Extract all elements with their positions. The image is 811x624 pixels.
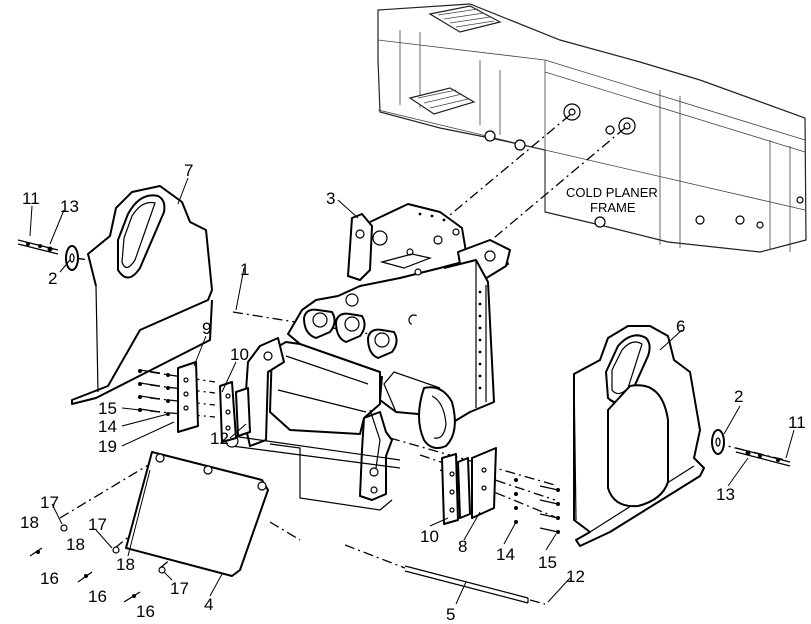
callout-6: 6: [676, 317, 685, 336]
callout-12-left: 12: [210, 429, 229, 448]
callout-17-b: 17: [88, 515, 107, 534]
pin-bosses-1: [303, 308, 398, 359]
callout-18-c: 18: [116, 555, 135, 574]
callout-9: 9: [202, 319, 211, 338]
callout-19: 19: [98, 437, 117, 456]
callout-16-a: 16: [40, 569, 59, 588]
callout-numbers: 11 13 2 7 3 1 9 10 15 14 19 12 6 2 11 13…: [20, 161, 806, 624]
callout-10-left: 10: [230, 345, 249, 364]
callout-5: 5: [446, 605, 455, 624]
callout-14-right: 14: [496, 545, 515, 564]
callout-10-right: 10: [420, 527, 439, 546]
frame-label-line2: FRAME: [590, 200, 636, 215]
callout-15-right: 15: [538, 553, 557, 572]
callout-8: 8: [458, 537, 467, 556]
callout-13-right: 13: [716, 485, 735, 504]
callout-16-c: 16: [136, 602, 155, 621]
bottom-plate-4: [125, 451, 269, 577]
cold-planer-frame: COLD PLANER FRAME: [377, 3, 807, 253]
long-pin-5: [404, 565, 529, 604]
right-side-shield-6: [573, 325, 705, 547]
callout-12-right: 12: [566, 567, 585, 586]
callout-7: 7: [184, 161, 193, 180]
callout-3: 3: [326, 189, 335, 208]
callout-11-right: 11: [788, 413, 806, 432]
callout-16-b: 16: [88, 587, 107, 606]
right-bolts-15: [514, 478, 560, 534]
main-mounting-bracket-3: [225, 203, 511, 511]
fasteners: [17, 239, 791, 604]
callout-2-right: 2: [734, 387, 743, 406]
leader-lines: [29, 177, 795, 605]
left-spacer-plates-9-10: [177, 361, 251, 443]
callout-14-left: 14: [98, 417, 117, 436]
left-side-shield-7: [71, 185, 213, 405]
left-bolts-15: [138, 369, 170, 416]
callout-13-left: 13: [60, 197, 79, 216]
callout-2-left: 2: [48, 269, 57, 288]
callout-11-left: 11: [22, 189, 40, 208]
frame-label-line1: COLD PLANER: [566, 185, 658, 200]
bottom-bolts-16-17-18: [29, 524, 166, 603]
callout-18-a: 18: [20, 513, 39, 532]
callout-1: 1: [240, 260, 249, 279]
callout-18-b: 18: [66, 535, 85, 554]
callout-4: 4: [204, 595, 213, 614]
bracket-rivet-dots: [418, 212, 482, 390]
callout-15-left: 15: [98, 399, 117, 418]
callout-17-c: 17: [170, 579, 189, 598]
right-spacer-plates-8-10: [441, 447, 497, 525]
callout-17-a: 17: [40, 493, 59, 512]
